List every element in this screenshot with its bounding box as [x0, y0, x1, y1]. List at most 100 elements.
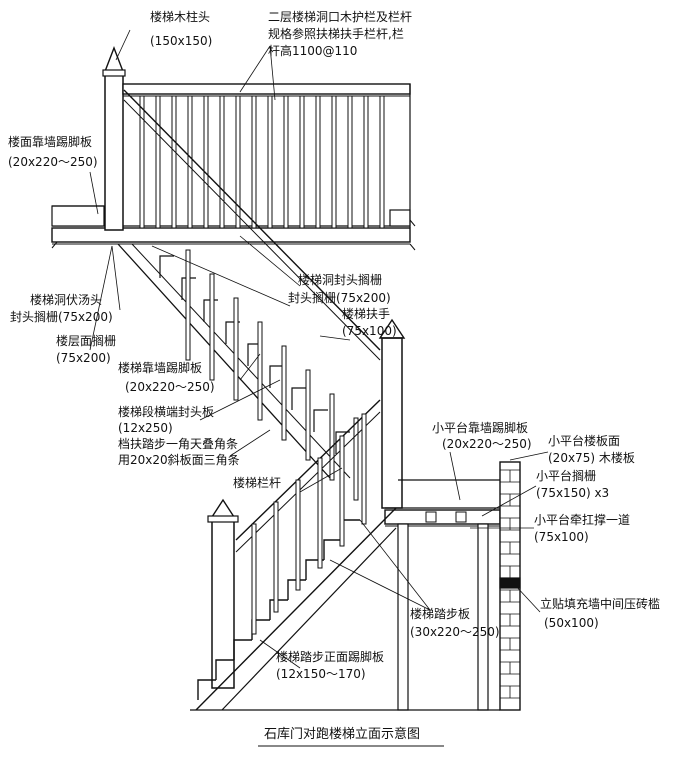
landing-post-right	[477, 523, 489, 711]
landing-skirting-size: (20x220～250)	[442, 437, 532, 451]
lower-step	[269, 599, 288, 620]
upper-baluster	[329, 393, 335, 481]
lower-baluster	[295, 479, 301, 591]
label-landing-skirting: 小平台靠墙踢脚板 (20x220～250)	[432, 420, 532, 451]
guard-handrail	[122, 83, 411, 95]
label-stair-well-trim: 楼梯洞伏汤头 封头搁栅(75x200)	[10, 292, 113, 324]
leader-line	[319, 335, 351, 341]
guard-baluster	[139, 95, 145, 229]
guard-baluster	[299, 95, 305, 229]
leader-line	[359, 519, 431, 611]
leader-line	[199, 379, 281, 421]
leader-line	[299, 467, 343, 493]
upper-baluster	[305, 369, 311, 461]
lower-handrail-bottom	[235, 411, 381, 553]
label-newel-post: 楼梯木柱头 (150x150)	[150, 9, 212, 48]
baluster-label: 楼梯栏杆	[233, 475, 281, 490]
landing-newel-cap	[378, 318, 406, 339]
upper-baluster	[209, 273, 215, 381]
stair-well-trim-line-1: 楼梯洞伏汤头	[30, 292, 102, 307]
guard-baluster	[155, 95, 161, 229]
guard-baluster	[171, 95, 177, 229]
label-tread: 楼梯踏步板 (30x220～250)	[410, 606, 500, 639]
leader-line	[89, 171, 99, 215]
handrail-size: (75x100)	[342, 324, 397, 338]
stair-wall-skirting-size: (20x220～250)	[125, 380, 215, 394]
stair-drawing	[51, 29, 549, 711]
lower-baluster	[251, 523, 257, 635]
landing-beam-size: (75x100)	[534, 530, 589, 544]
upper-baluster	[353, 417, 359, 501]
leader-line	[239, 45, 271, 93]
diagram-title-group: 石库门对跑楼梯立面示意图	[258, 726, 444, 747]
newel-post-size: (150x150)	[150, 34, 212, 48]
floor-joist-size: (75x200)	[56, 351, 111, 365]
label-landing-joist: 小平台搁栅 (75x150) x3	[536, 468, 609, 500]
guard-baluster	[379, 95, 385, 229]
upper-step	[269, 365, 284, 388]
guard-baluster	[283, 95, 289, 229]
upper-newel-post	[104, 73, 124, 231]
leader-line	[239, 353, 261, 381]
lower-baluster	[339, 435, 345, 547]
label-stair-wall-skirting: 楼梯靠墙踢脚板 (20x220～250)	[118, 360, 215, 394]
top-guard-line-1: 二层楼梯洞口木护栏及栏杆	[268, 9, 412, 24]
label-stop-strip: 档扶踏步一角天叠角条 用20x20斜板面三角条	[118, 436, 240, 467]
upper-stringer-b	[131, 243, 351, 479]
lower-baluster	[361, 413, 367, 525]
label-riser: 楼梯踏步正面踢脚板 (12x150～170)	[276, 649, 384, 681]
lower-step	[197, 679, 216, 700]
landing-skirting-label: 小平台靠墙踢脚板	[432, 420, 528, 435]
stair-well-trim-line-2: 封头搁栅(75x200)	[10, 309, 113, 324]
lower-handrail-top	[235, 399, 381, 541]
lower-step	[341, 519, 360, 540]
tread-size: (30x220～250)	[410, 625, 500, 639]
lower-stringer-b	[221, 527, 397, 711]
lower-baluster	[273, 501, 279, 613]
leader-line	[111, 245, 121, 311]
riser-size: (12x150～170)	[276, 667, 366, 681]
upper-baluster	[281, 345, 287, 441]
landing-beam-label: 小平台牵扛撑一道	[534, 512, 630, 527]
top-guard-line-2: 规格参照扶梯扶手栏杆,栏	[268, 26, 404, 41]
upper-step	[291, 387, 306, 410]
landing-floor-board-label: 小平台楼板面	[548, 433, 620, 448]
upper-step	[159, 255, 174, 278]
lower-step	[215, 659, 234, 680]
label-top-guard: 二层楼梯洞口木护栏及栏杆 规格参照扶梯扶手栏杆,栏 杆高1100@110	[268, 9, 412, 58]
leader-line	[509, 451, 549, 461]
leader-line	[269, 45, 276, 101]
lower-newel-collar	[207, 515, 239, 523]
guard-baluster	[267, 95, 273, 229]
guard-baluster	[331, 95, 337, 229]
guard-baluster	[203, 95, 209, 229]
stop-strip-line-2: 用20x20斜板面三角条	[118, 453, 240, 467]
upper-baluster	[257, 321, 263, 421]
infill-wall-strip-label: 立贴填充墙中间压砖槛	[540, 596, 660, 611]
landing-joist-end-b	[455, 511, 467, 523]
top-guard-line-3: 杆高1100@110	[268, 43, 357, 58]
upper-handrail-top	[123, 89, 381, 351]
stop-strip-line-1: 档扶踏步一角天叠角条	[118, 436, 238, 451]
upper-baluster	[185, 249, 191, 361]
upper-newel-collar	[102, 69, 126, 77]
leader-line	[151, 245, 291, 307]
landing-joist-label: 小平台搁栅	[536, 468, 596, 483]
guard-baluster	[315, 95, 321, 229]
upper-step	[247, 343, 262, 366]
upper-step	[313, 409, 328, 432]
upper-floor-joist	[51, 227, 411, 243]
lower-stringer-a	[195, 507, 397, 711]
lower-step	[323, 539, 342, 560]
leader-line	[513, 583, 541, 613]
diagram-title: 石库门对跑楼梯立面示意图	[264, 726, 420, 742]
landing-joist	[384, 509, 501, 525]
guard-baluster	[347, 95, 353, 229]
label-landing-beam: 小平台牵扛撑一道 (75x100)	[534, 512, 630, 544]
upper-handrail-bottom	[123, 99, 381, 361]
floor-joist-label: 楼层面搁栅	[56, 333, 116, 348]
flight-end-board-label: 楼梯段横端封头板	[118, 404, 214, 419]
wall-skirting-size: (20x220～250)	[8, 155, 98, 169]
leader-line	[481, 485, 537, 517]
hole-header-joist-line-1: 楼梯洞封头搁栅	[298, 272, 382, 287]
